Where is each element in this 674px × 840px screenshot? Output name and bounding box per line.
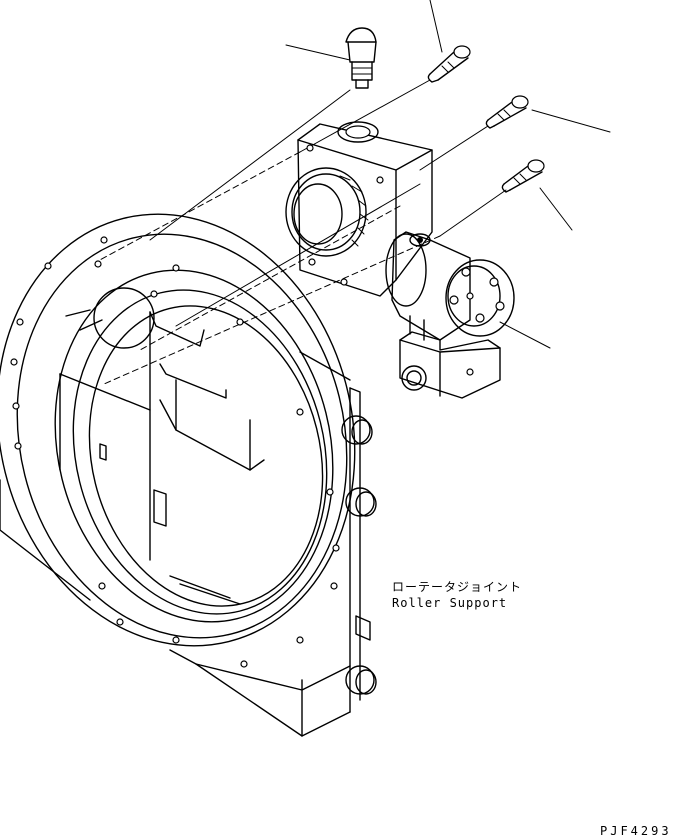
drawing-code: PJF4293 xyxy=(600,824,672,838)
knurled-ring xyxy=(339,175,369,247)
inner-frame xyxy=(59,287,265,605)
grease-fitting xyxy=(345,27,377,89)
part-name-english: Roller Support xyxy=(392,596,508,610)
flange-ring xyxy=(0,213,356,647)
part-name-japanese: ローテータジョイント xyxy=(392,580,523,594)
side-bosses xyxy=(341,415,377,695)
bolt-1 xyxy=(427,45,471,83)
leader-lines xyxy=(285,0,611,349)
rotary-joint-body xyxy=(285,121,433,297)
hydraulic-motor xyxy=(385,231,515,399)
bolt-3 xyxy=(501,159,545,193)
bolt-2 xyxy=(485,95,529,129)
flange-bolt-holes xyxy=(10,236,340,668)
assembly-lines xyxy=(95,79,507,385)
